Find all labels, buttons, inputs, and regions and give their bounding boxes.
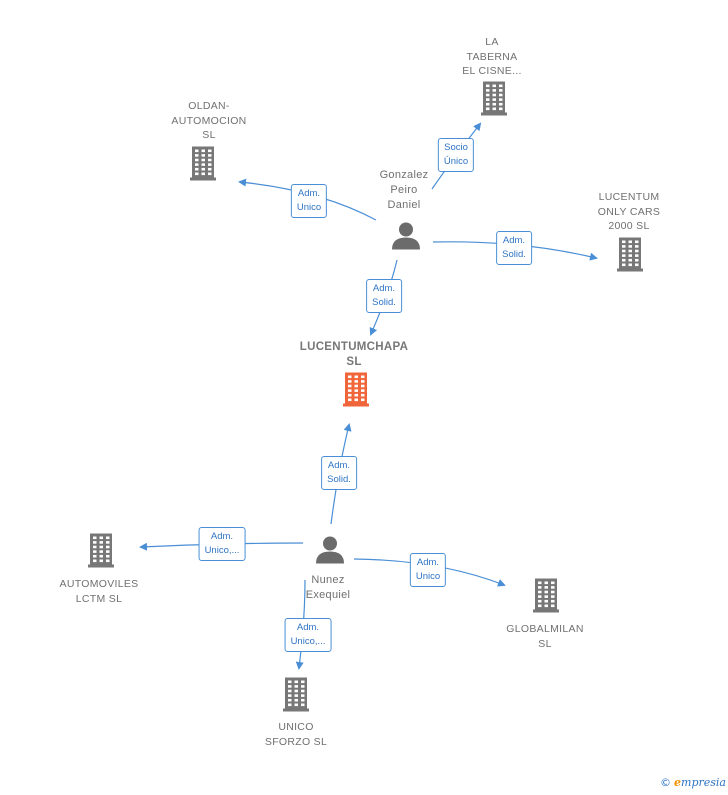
node-label-automoviles[interactable]: AUTOMOVILES LCTM SL (59, 578, 139, 605)
relation-label-nunez-lucentumchapa[interactable]: Adm. Solid. (321, 456, 357, 490)
company-building-icon[interactable] (533, 578, 559, 618)
empresia-watermark: ©empresia (660, 776, 726, 789)
person-icon[interactable] (315, 536, 345, 569)
company-building-icon[interactable] (88, 533, 114, 573)
focus-company-building-icon[interactable] (342, 372, 370, 412)
relation-label-nunez-globalmilan[interactable]: Adm. Unico (409, 553, 447, 587)
node-label-lucentum_only[interactable]: LUCENTUM ONLY CARS 2000 SL (597, 191, 661, 232)
relation-label-gonzalez-lucentum_only[interactable]: Adm. Solid. (496, 231, 532, 265)
brand-name: mpresia (681, 776, 726, 789)
relation-label-gonzalez-oldan[interactable]: Adm. Unico (290, 184, 328, 218)
node-label-globalmilan[interactable]: GLOBALMILAN SL (506, 623, 584, 650)
relation-label-gonzalez-taberna[interactable]: Socio Único (437, 138, 475, 172)
company-building-icon[interactable] (283, 677, 309, 717)
node-label-nunez[interactable]: Nunez Exequiel (305, 574, 351, 601)
node-label-gonzalez[interactable]: Gonzalez Peiro Daniel (379, 169, 429, 211)
company-building-icon[interactable] (190, 146, 216, 186)
node-label-taberna[interactable]: LA TABERNA EL CISNE... (462, 36, 522, 77)
relation-label-nunez-unico[interactable]: Adm. Unico,... (284, 618, 332, 652)
relation-label-gonzalez-lucentumchapa[interactable]: Adm. Solid. (366, 279, 402, 313)
node-label-lucentumchapa[interactable]: LUCENTUMCHAPA SL (299, 341, 409, 368)
brand-initial: e (674, 776, 682, 789)
relation-label-nunez-automoviles[interactable]: Adm. Unico,... (198, 527, 246, 561)
node-label-oldan[interactable]: OLDAN- AUTOMOCION SL (171, 100, 247, 141)
node-label-unico[interactable]: UNICO SFORZO SL (264, 721, 328, 748)
person-icon[interactable] (391, 222, 421, 255)
company-building-icon[interactable] (617, 237, 643, 277)
copyright-symbol: © (660, 776, 672, 789)
company-building-icon[interactable] (481, 81, 507, 121)
